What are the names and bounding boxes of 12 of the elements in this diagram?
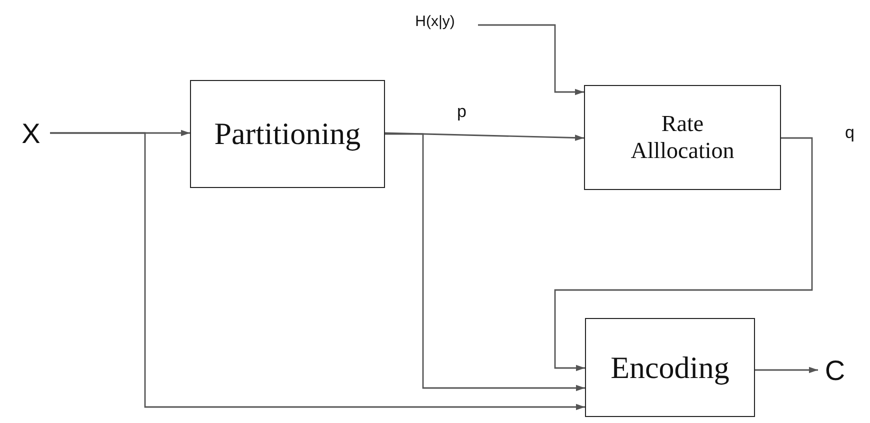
arrow [385, 133, 585, 392]
input-label: X [12, 115, 50, 153]
process-box: Encoding [585, 318, 755, 417]
process-box: Rate Alllocation [584, 85, 781, 190]
arrow [384, 132, 584, 141]
input-label: H(x|y) [392, 10, 478, 34]
arrow [554, 137, 813, 372]
arrow [478, 24, 584, 96]
arrow [755, 366, 818, 374]
arrow [50, 132, 585, 410]
process-box: Partitioning [190, 80, 385, 188]
output-label: C [818, 352, 852, 390]
